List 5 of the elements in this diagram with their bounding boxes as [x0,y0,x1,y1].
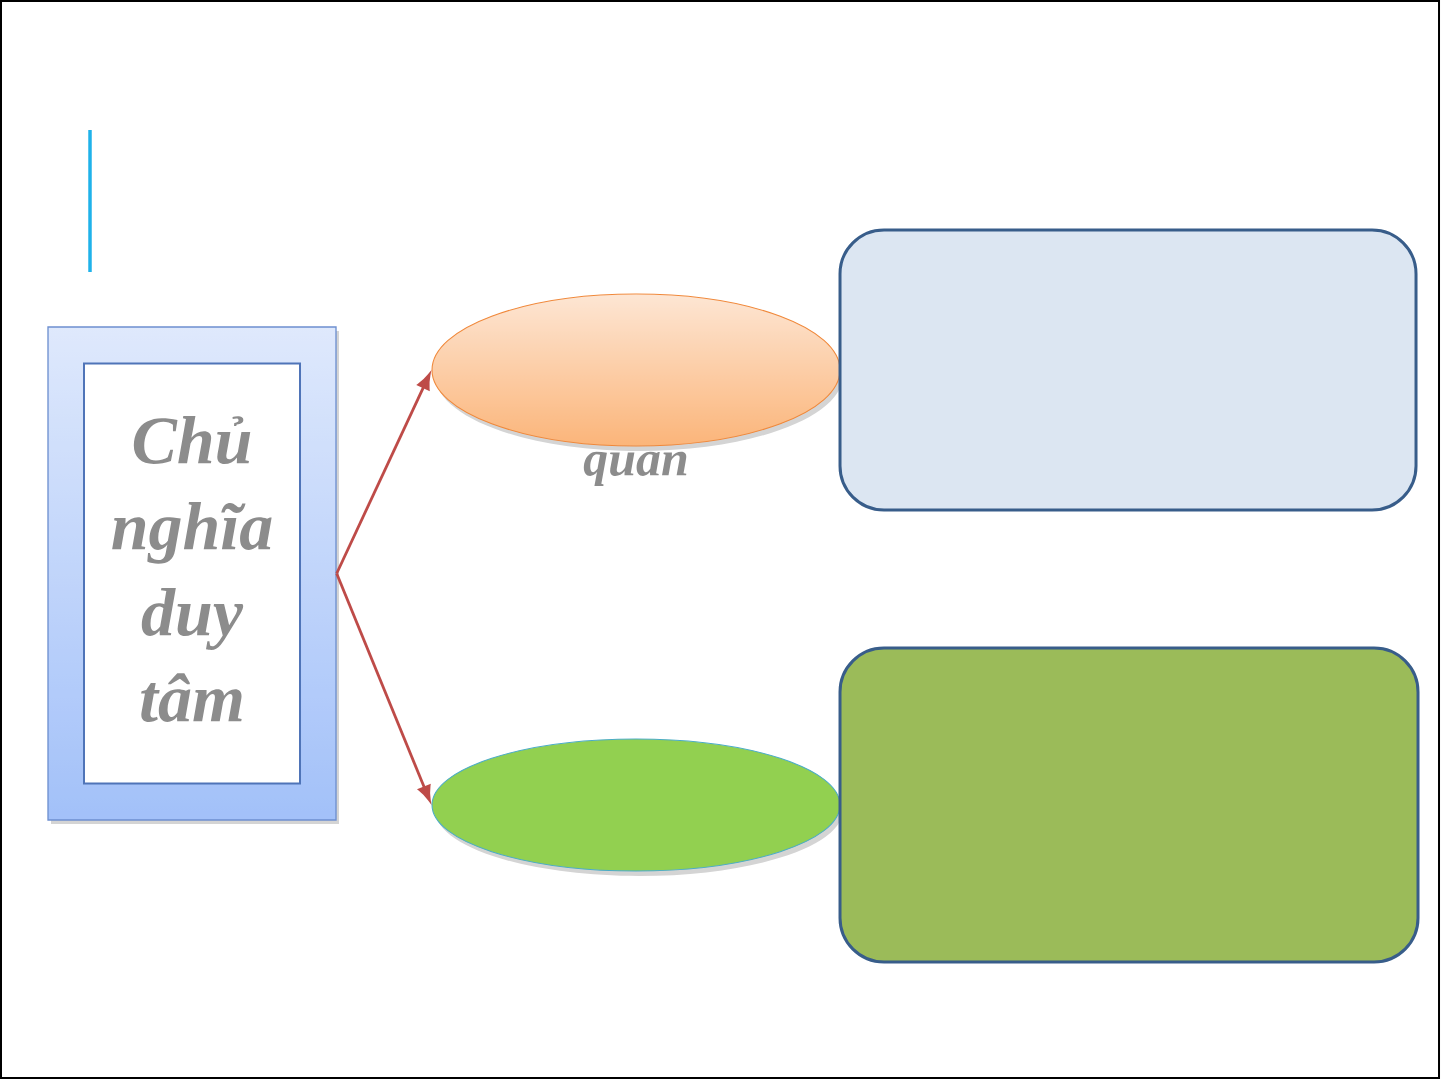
frame-box: Chủ nghĩa duy tâm [47,326,339,824]
arrow [335,572,431,802]
arrow [335,373,431,575]
node-caption: quan [583,451,687,486]
rounded-box [838,646,1420,964]
